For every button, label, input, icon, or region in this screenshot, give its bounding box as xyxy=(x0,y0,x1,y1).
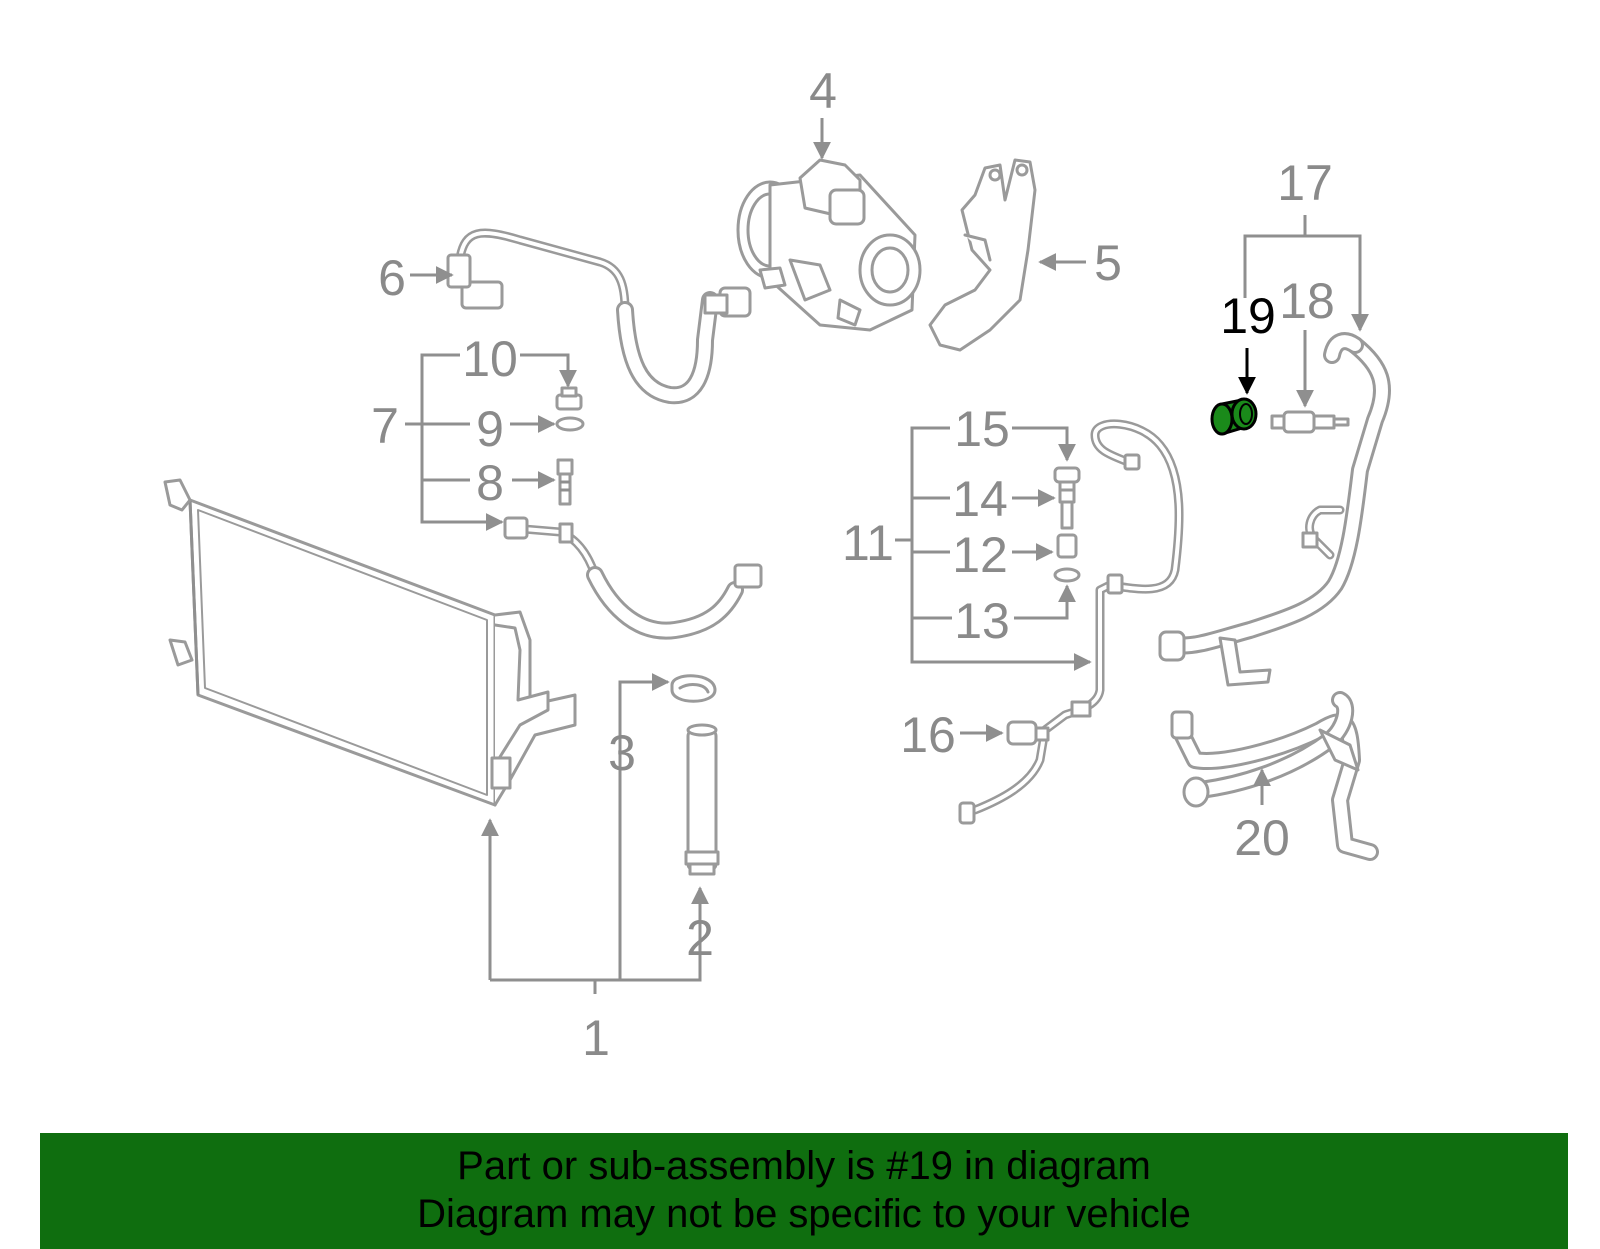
valve-part-14 xyxy=(1058,488,1076,530)
line-part-11 xyxy=(958,419,1184,825)
callout-18: 18 xyxy=(1279,273,1335,329)
callout-20: 20 xyxy=(1234,810,1290,866)
info-banner: Part or sub-assembly is #19 in diagram D… xyxy=(40,1133,1568,1249)
callout-5: 5 xyxy=(1094,235,1122,291)
o-ring-part-9 xyxy=(555,416,585,432)
callout-16: 16 xyxy=(900,707,956,763)
callout-4: 4 xyxy=(809,63,837,119)
banner-line-part-info: Part or sub-assembly is #19 in diagram xyxy=(457,1144,1151,1188)
callout-17: 17 xyxy=(1277,155,1333,211)
callout-11: 11 xyxy=(842,515,894,571)
cap-part-10 xyxy=(555,386,583,411)
callout-19: 19 xyxy=(1220,288,1276,344)
clamp-part-3 xyxy=(670,674,717,703)
callout-1: 1 xyxy=(582,1010,610,1066)
valve-part-18 xyxy=(1270,410,1350,434)
callout-12: 12 xyxy=(952,527,1008,583)
leader-lines xyxy=(405,118,1369,994)
hose-part-7 xyxy=(503,516,763,640)
fitting-part-12 xyxy=(1056,533,1078,559)
callout-7: 7 xyxy=(371,398,399,454)
pipe-part-20 xyxy=(1170,691,1379,861)
highlighted-part-19 xyxy=(1210,397,1258,436)
bracket-part-5 xyxy=(928,158,1037,352)
banner-line-disclaimer: Diagram may not be specific to your vehi… xyxy=(417,1192,1191,1236)
callout-3: 3 xyxy=(608,725,636,781)
hose-part-17 xyxy=(1158,332,1392,687)
callout-15: 15 xyxy=(954,401,1010,457)
callout-10: 10 xyxy=(462,331,518,387)
callout-8: 8 xyxy=(476,455,504,511)
callout-13: 13 xyxy=(954,593,1010,649)
o-ring-part-13 xyxy=(1053,567,1081,583)
cap-part-15 xyxy=(1053,466,1081,492)
valve-part-8 xyxy=(556,458,574,506)
condenser-part-1 xyxy=(163,478,577,807)
callout-6: 6 xyxy=(378,250,406,306)
compressor-part-4 xyxy=(736,158,922,332)
sensor-part-16 xyxy=(1006,720,1050,746)
callout-2: 2 xyxy=(686,910,714,966)
callout-14: 14 xyxy=(952,471,1008,527)
callout-9: 9 xyxy=(476,401,504,457)
hose-part-6 xyxy=(446,228,752,405)
drier-part-2 xyxy=(684,723,720,876)
callout-labels: 1 2 3 4 5 6 7 8 9 10 11 12 13 14 15 16 1… xyxy=(371,63,1335,1066)
